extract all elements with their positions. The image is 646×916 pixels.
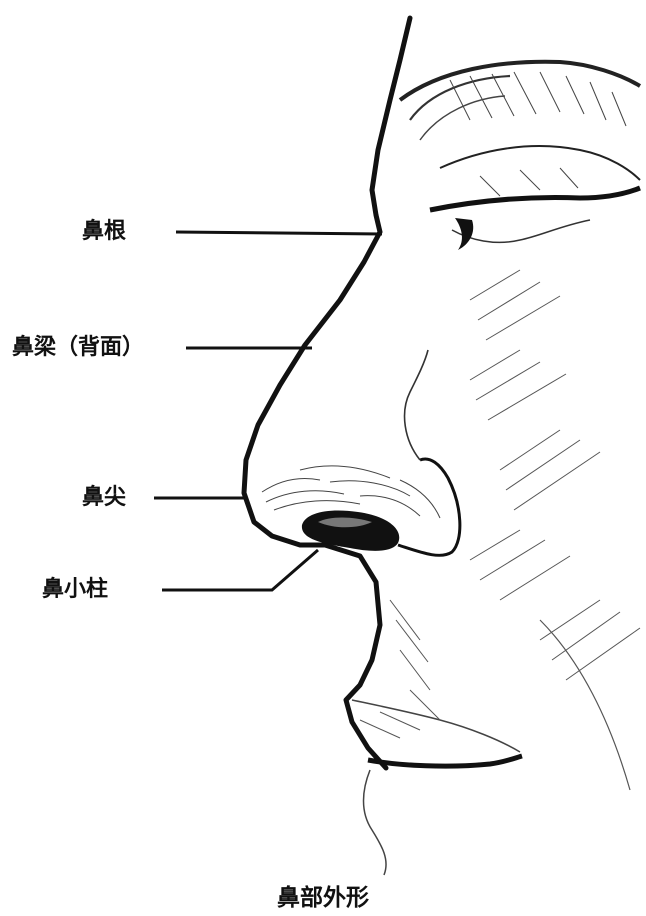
upper-eyelid (430, 188, 640, 210)
leader-line-root (176, 232, 382, 234)
alar-wing (398, 459, 460, 555)
lower-lip-contour (364, 770, 387, 875)
label-columella: 鼻小柱 (42, 579, 108, 601)
nose-tip-hatching (262, 466, 440, 518)
brow-shading (400, 62, 640, 100)
figure-caption: 鼻部外形 (0, 878, 646, 912)
brow-shading-2 (410, 76, 510, 120)
leader-line-columella (162, 550, 318, 590)
lip-line (368, 756, 522, 766)
label-nasal-root: 鼻根 (82, 221, 126, 243)
label-nasal-tip: 鼻尖 (82, 487, 126, 509)
eyelid-shadow (455, 218, 473, 250)
eye-fold (440, 146, 640, 180)
eye-hatching (450, 72, 626, 196)
brow-shading-3 (420, 96, 505, 140)
cheek-hatching (470, 270, 640, 680)
nose-profile-outline (244, 18, 410, 768)
label-nasal-bridge: 鼻梁（背面） (12, 337, 144, 359)
upper-lip-contour (352, 700, 520, 752)
cheek-contour (540, 620, 630, 790)
alar-crease (405, 350, 428, 460)
